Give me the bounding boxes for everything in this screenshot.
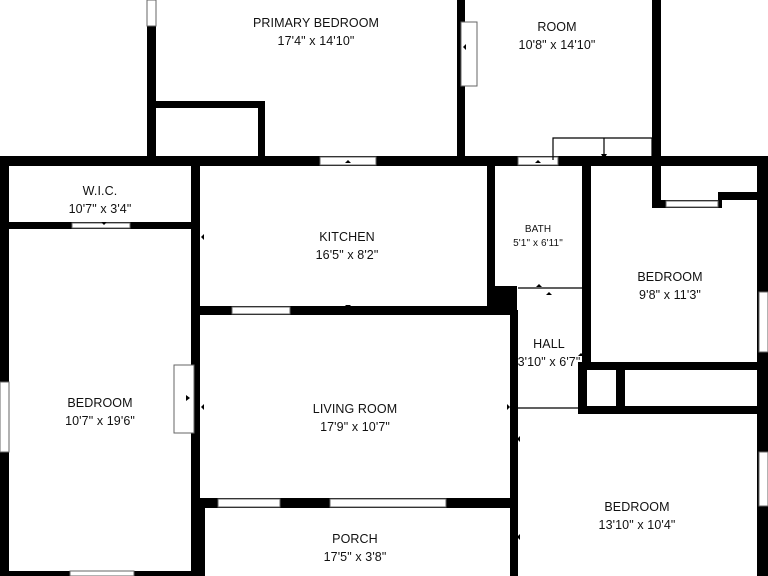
- room-label-primary-bedroom: PRIMARY BEDROOM 17'4" x 14'10": [253, 14, 379, 50]
- room-name: BEDROOM: [604, 500, 670, 514]
- window-porch-top-b: [329, 498, 447, 508]
- window-east-right: [758, 291, 768, 353]
- room-label-wic: W.I.C. 10'7" x 3'4": [69, 182, 132, 218]
- window-south-right: [758, 451, 768, 507]
- room-label-bedroom-south: BEDROOM 13'10" x 10'4": [599, 498, 676, 534]
- wall-south-bedroom-top: [578, 406, 768, 414]
- wall-primary-left: [147, 0, 156, 160]
- door-marker: [535, 160, 541, 163]
- room-name: BEDROOM: [637, 270, 703, 284]
- room-size: 5'1" x 6'11": [513, 238, 563, 249]
- room-size: 17'5" x 3'8": [323, 550, 387, 564]
- room-name: W.I.C.: [82, 184, 118, 198]
- stair-outline: [552, 137, 653, 160]
- window-porch-top-a: [217, 498, 281, 508]
- wall-west-bedroom-right: [191, 160, 200, 576]
- door-marker: [186, 395, 190, 401]
- door-marker: [536, 284, 542, 287]
- door-marker: [517, 436, 520, 442]
- wall-porch-left: [195, 498, 205, 576]
- door-marker: [588, 240, 591, 246]
- wall-living-right: [510, 310, 518, 576]
- room-name: PRIMARY BEDROOM: [252, 16, 380, 30]
- door-marker: [546, 292, 552, 295]
- wall-room-right: [652, 0, 661, 205]
- room-label-bath: BATH 5'1" x 6'11": [513, 223, 563, 251]
- door-marker: [463, 44, 466, 50]
- wall-east-bedroom-bottom: [582, 362, 768, 370]
- room-size: 10'8" x 14'10": [518, 38, 596, 52]
- window-left-outer: [0, 381, 10, 453]
- window-living-top: [231, 306, 291, 315]
- door-markers: [101, 44, 665, 550]
- wall-hall-step: [578, 362, 587, 414]
- room-size: 9'8" x 11'3": [639, 288, 701, 302]
- wall-bath-bottom: [487, 286, 517, 314]
- wall-left-outer: [0, 156, 9, 576]
- room-name: ROOM: [537, 20, 577, 34]
- wall-south-closet-left: [616, 362, 625, 414]
- room-size: 17'9" x 10'7": [320, 420, 390, 434]
- wall-kitchen-bath: [487, 160, 495, 310]
- door-marker: [345, 160, 351, 163]
- door-marker: [345, 305, 351, 308]
- room-size: 10'7" x 19'6": [65, 414, 135, 428]
- room-label-living-room: LIVING ROOM 17'9" x 10'7": [313, 400, 397, 436]
- door-marker: [201, 234, 204, 240]
- room-name: HALL: [533, 337, 565, 351]
- room-size: 13'10" x 10'4": [598, 518, 676, 532]
- door-marker: [492, 236, 495, 242]
- wall-kitchen-bottom: [195, 306, 515, 315]
- wall-closet-top: [156, 101, 264, 108]
- door-marker: [201, 404, 204, 410]
- door-marker: [659, 406, 665, 409]
- room-size: 17'4" x 14'10": [277, 34, 355, 48]
- wall-closet-right: [258, 101, 265, 161]
- door-marker: [578, 353, 584, 356]
- room-name: LIVING ROOM: [312, 402, 398, 416]
- wall-bath-bedroom: [582, 160, 591, 370]
- window-primary-room: [460, 21, 478, 87]
- room-label-hall: HALL 3'10" x 6'7": [518, 335, 581, 371]
- door-marker: [517, 534, 520, 540]
- door-marker: [601, 154, 607, 159]
- door-marker: [101, 222, 107, 225]
- room-size: 16'5" x 8'2": [315, 248, 379, 262]
- wall-east-closet-left: [652, 160, 661, 208]
- door-marker: [193, 544, 196, 550]
- wall-east-outer: [757, 160, 768, 576]
- room-label-kitchen: KITCHEN 16'5" x 8'2": [316, 228, 379, 264]
- room-size: 3'10" x 6'7": [517, 355, 581, 369]
- wall-east-closet-step: [718, 192, 768, 200]
- wall-main-horizontal: [0, 156, 768, 166]
- room-label-bedroom-east: BEDROOM 9'8" x 11'3": [637, 268, 702, 304]
- window-top-left: [146, 0, 157, 27]
- room-label-room: ROOM 10'8" x 14'10": [519, 18, 596, 54]
- room-size: 10'7" x 3'4": [68, 202, 132, 216]
- window-wic-bottom: [71, 222, 131, 229]
- room-name: BATH: [524, 224, 552, 235]
- window-east-closet: [665, 200, 719, 208]
- room-name: PORCH: [332, 532, 378, 546]
- window-west-bedroom-door: [173, 364, 195, 434]
- room-name: BEDROOM: [67, 396, 133, 410]
- room-name: KITCHEN: [319, 230, 375, 244]
- window-bottom-left: [69, 570, 135, 576]
- thin-lines: [513, 137, 653, 409]
- room-label-bedroom-west: BEDROOM 10'7" x 19'6": [65, 394, 135, 430]
- room-label-porch: PORCH 17'5" x 3'8": [324, 530, 387, 566]
- door-marker: [507, 404, 510, 410]
